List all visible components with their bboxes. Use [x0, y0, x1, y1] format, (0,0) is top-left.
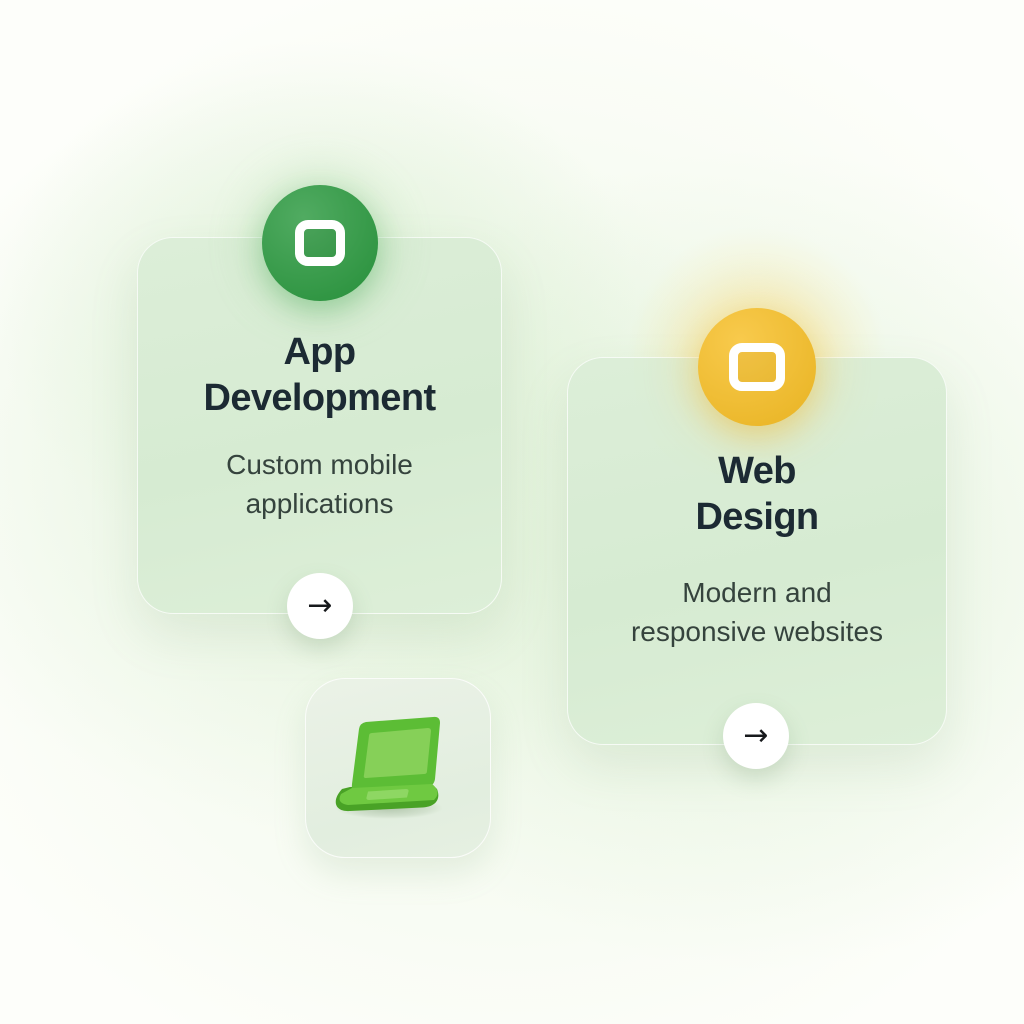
- app-development-subtitle: Custom mobile applications: [138, 445, 501, 523]
- arrow-right-icon: →: [743, 718, 769, 753]
- card-app-development[interactable]: App Development Custom mobile applicatio…: [137, 185, 502, 639]
- laptop-3d-icon: [335, 716, 443, 819]
- title-line: Development: [203, 376, 436, 419]
- subtitle-line: applications: [245, 488, 394, 520]
- subtitle-line: responsive websites: [630, 616, 884, 648]
- web-design-badge: [698, 308, 816, 426]
- title-line: App: [283, 331, 356, 373]
- screen-outline-icon: [295, 220, 345, 266]
- screen-outline-icon: [729, 343, 785, 391]
- web-design-subtitle: Modern and responsive websites: [568, 573, 946, 651]
- web-design-arrow-button[interactable]: →: [723, 703, 789, 769]
- title-line: Design: [695, 495, 819, 538]
- card-web-design[interactable]: Web Design Modern and responsive website…: [567, 308, 947, 769]
- subtitle-line: Modern and: [682, 577, 832, 608]
- laptop-illustration-tile: [305, 678, 491, 858]
- app-development-badge: [262, 185, 378, 301]
- app-development-title: App Development: [138, 330, 501, 422]
- subtitle-line: Custom mobile: [226, 449, 413, 480]
- app-development-arrow-button[interactable]: →: [287, 573, 353, 639]
- title-line: Web: [718, 450, 796, 492]
- web-design-title: Web Design: [568, 449, 946, 541]
- arrow-right-icon: →: [307, 588, 333, 623]
